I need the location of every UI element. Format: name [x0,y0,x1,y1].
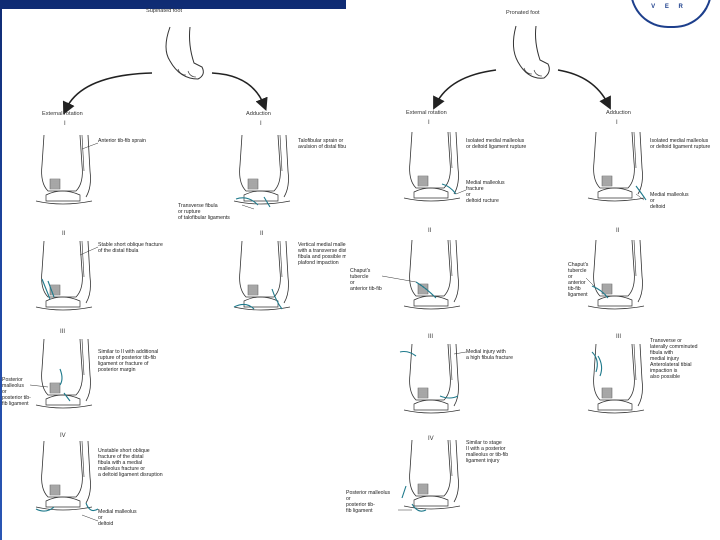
university-seal: V E R [624,0,714,28]
stage-number: I [616,120,618,126]
medial-malleolus-callout: Medial malleolus or deltoid [98,509,137,527]
stage-number: I [428,120,430,126]
stage-description: Unstable short oblique fracture of the d… [98,448,163,478]
chaput-tubercle-callout: Chaput's tubercle or anterior tib-fib [350,268,382,292]
supinated-drawings [29,26,291,522]
pronated-er-label: External rotation [406,110,447,116]
posterior-malleolus-callout: Posterior malleolus or posterior tib- fi… [2,377,31,407]
stage-number: I [260,121,262,127]
stage-description: Isolated medial malleolus or deltoid lig… [466,138,527,150]
stage-description: Similar to II with additional rupture of… [98,349,159,373]
stage-number: I [64,121,66,127]
medial-malleolus-callout: Medial malleolus fracture or deltoid ruc… [466,180,505,204]
pronated-add-label: Adduction [606,110,631,116]
stage-description: Similar to stage II with a posterior mal… [466,440,509,464]
stage-number: IV [60,433,66,439]
medial-malleolus-callout: Medial malleolus or deltoid [650,192,689,210]
stage-description: Isolated medial malleolus or deltoid lig… [650,138,711,150]
stage-number: II [616,228,620,234]
stage-description: Talofibular sprain or avulsion of distal… [298,138,351,150]
supinated-er-label: External rotation [42,111,83,117]
pronated-drawings [381,25,647,512]
pronated-foot-panel: Pronated foot External rotation Adductio… [346,0,720,540]
pronated-title: Pronated foot [506,10,540,16]
stage-description: Anterior tib-fib sprain [98,138,146,144]
transverse-fibula-callout: Transverse fibula or rupture of talofibu… [178,203,230,221]
stage-number: IV [428,436,434,442]
stage-number: III [616,334,622,340]
stage-description: Medial injury with a high fibula fractur… [466,349,514,361]
stage-number: II [260,231,264,237]
stage-description: Transverse or laterally comminuted fibul… [650,338,698,380]
seal-text: V E R [651,4,687,10]
stage-description: Stable short oblique fracture of the dis… [98,242,163,254]
stage-number: III [60,329,66,335]
supinated-foot-panel: Supinated foot External rotation Adducti… [2,8,366,540]
chaput-tubercle-callout: Chaput's tubercle or anterior tib-fib li… [568,262,589,298]
stage-number: III [428,334,434,340]
supinated-add-label: Adduction [246,111,271,117]
stage-number: II [428,228,432,234]
stage-number: II [62,231,66,237]
posterior-malleolus-callout: Posterior malleolus or posterior tib- fi… [346,490,391,514]
stage-description: Vertical medial malleolus with a transve… [298,242,358,266]
supinated-title: Supinated foot [146,8,183,14]
